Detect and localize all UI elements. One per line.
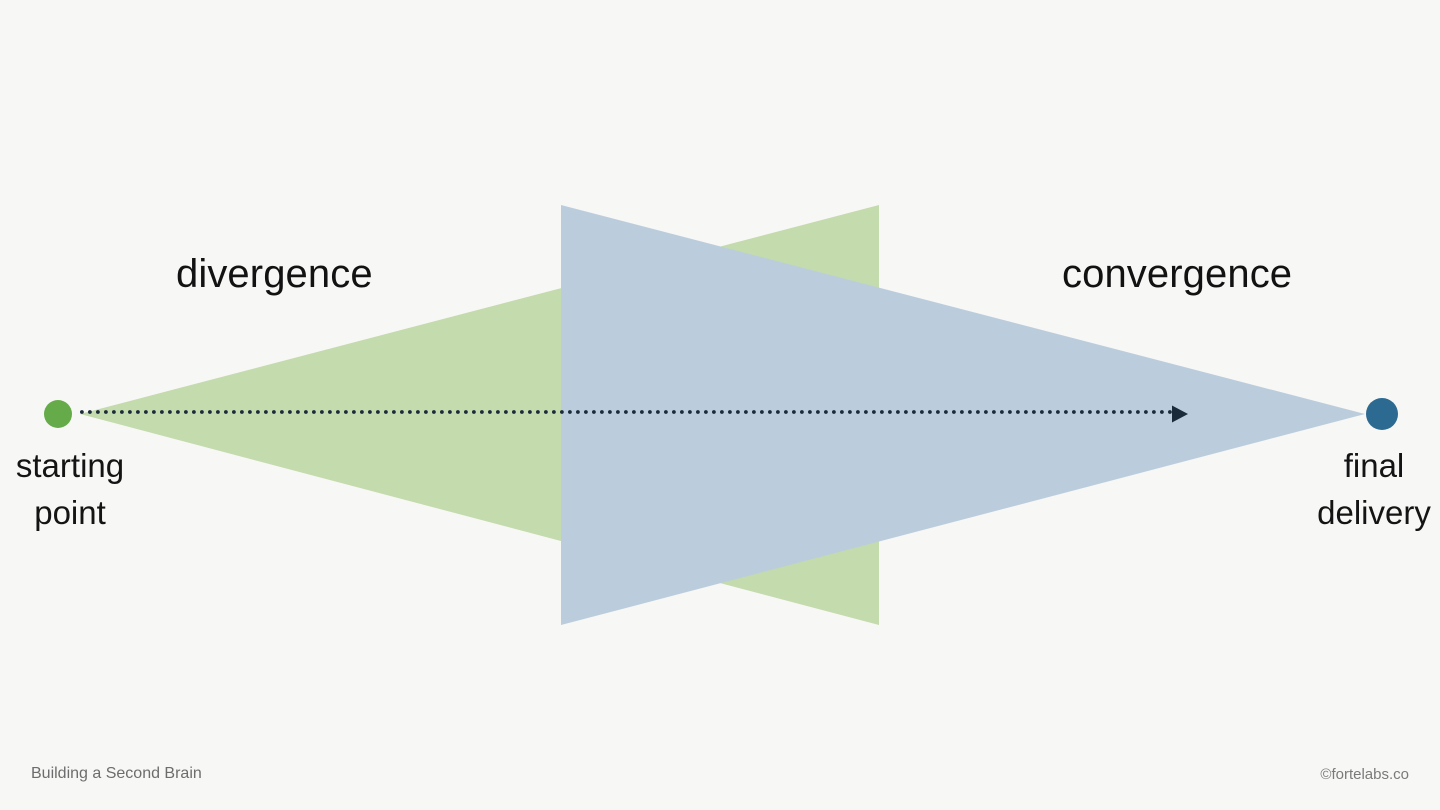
footer-source-label: Building a Second Brain — [31, 765, 202, 782]
final-delivery-label: final delivery — [1308, 443, 1440, 537]
final-delivery-label-line-1: final — [1343, 447, 1405, 484]
convergence-label: convergence — [1062, 252, 1293, 296]
arrowhead-icon — [1172, 405, 1188, 423]
progress-arrow — [80, 405, 1188, 423]
starting-point-label-line-1: starting — [15, 447, 125, 484]
footer-copyright-label: ©fortelabs.co — [1320, 766, 1409, 783]
final-delivery-dot — [1366, 398, 1398, 430]
starting-point-label: starting point — [8, 443, 132, 537]
final-delivery-label-line-2: delivery — [1317, 493, 1431, 531]
divergence-label: divergence — [176, 252, 373, 296]
starting-point-dot — [44, 400, 72, 428]
starting-point-label-line-2: point — [34, 493, 106, 531]
